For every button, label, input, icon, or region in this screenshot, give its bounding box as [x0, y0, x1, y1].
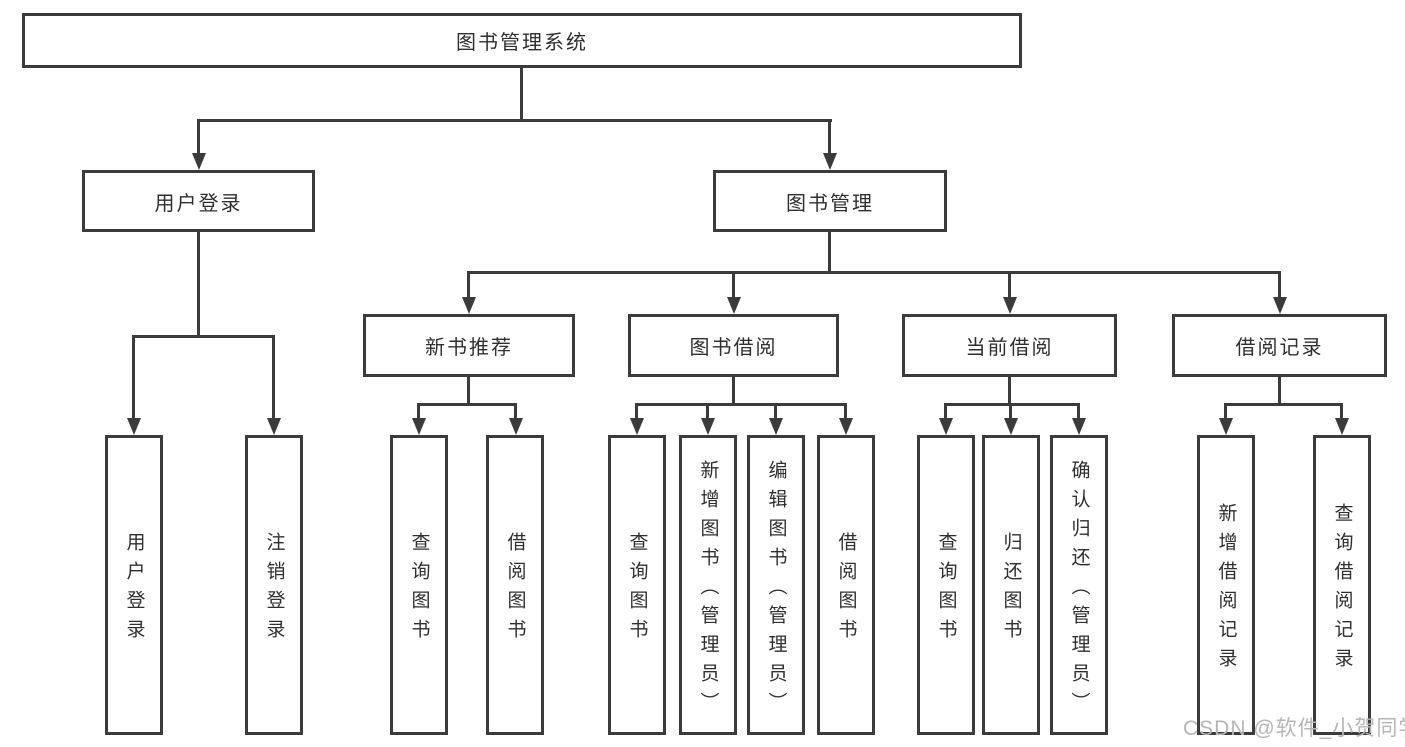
connector-line — [467, 271, 1281, 274]
arrowhead — [1335, 418, 1349, 435]
connector-line — [417, 403, 420, 421]
leaf-add-books-admin: 新增图书（管理员） — [679, 435, 737, 735]
leaf-confirm-return-admin: 确认归还（管理员） — [1050, 435, 1108, 735]
leaf-label: 查询借阅记录 — [1331, 503, 1353, 677]
connector-line — [1340, 403, 1343, 421]
arrowhead — [1004, 418, 1018, 435]
leaf-query-books-recommend: 查询图书 — [390, 435, 448, 735]
arrowhead — [192, 153, 206, 170]
leaf-add-borrow-record: 新增借阅记录 — [1197, 435, 1255, 735]
node-current-borrow: 当前借阅 — [902, 314, 1117, 377]
leaf-label: 新增借阅记录 — [1215, 503, 1237, 677]
connector-line — [197, 232, 200, 337]
connector-line — [520, 68, 523, 122]
node-new-book-recommend: 新书推荐 — [363, 314, 575, 377]
leaf-label: 借阅图书 — [835, 532, 857, 648]
arrowhead — [727, 297, 741, 314]
leaf-label: 查询图书 — [626, 532, 648, 648]
arrowhead — [267, 418, 281, 435]
connector-line — [272, 335, 275, 420]
connector-line — [844, 403, 847, 421]
leaf-label: 借阅图书 — [504, 532, 526, 648]
arrowhead — [412, 418, 426, 435]
leaf-label: 用户登录 — [123, 532, 145, 648]
arrowhead — [630, 418, 644, 435]
connector-line — [732, 377, 735, 405]
connector-line — [1077, 403, 1080, 421]
arrowhead — [1273, 297, 1287, 314]
arrowhead — [509, 418, 523, 435]
arrowhead — [1003, 297, 1017, 314]
connector-line — [1009, 403, 1012, 421]
connector-line — [467, 271, 470, 299]
leaf-borrow-books: 借阅图书 — [817, 435, 875, 735]
leaf-label: 新增图书（管理员） — [697, 459, 719, 721]
arrowhead — [823, 153, 837, 170]
leaf-query-books-borrow: 查询图书 — [608, 435, 666, 735]
connector-line — [197, 119, 200, 156]
node-book-management: 图书管理 — [713, 170, 947, 232]
connector-line — [132, 335, 135, 420]
arrowhead — [1072, 418, 1086, 435]
connector-line — [1224, 403, 1227, 421]
connector-line — [706, 403, 709, 421]
leaf-query-books-current: 查询图书 — [917, 435, 975, 735]
leaf-label: 查询图书 — [408, 532, 430, 648]
arrowhead — [701, 418, 715, 435]
arrowhead — [1219, 418, 1233, 435]
connector-line — [1278, 271, 1281, 299]
connector-line — [828, 119, 831, 156]
connector-line — [1008, 377, 1011, 405]
leaf-logout: 注销登录 — [245, 435, 303, 735]
connector-line — [1008, 271, 1011, 299]
node-user-login: 用户登录 — [82, 170, 315, 232]
connector-line — [944, 403, 1080, 406]
connector-line — [1224, 403, 1342, 406]
connector-line — [1278, 377, 1281, 405]
connector-line — [514, 403, 517, 421]
leaf-user-login: 用户登录 — [105, 435, 163, 735]
leaf-label: 确认归还（管理员） — [1068, 459, 1090, 721]
connector-line — [774, 403, 777, 421]
connector-line — [828, 232, 831, 274]
leaf-label: 查询图书 — [935, 532, 957, 648]
connector-line — [417, 403, 517, 406]
arrowhead — [839, 418, 853, 435]
node-library-management-system: 图书管理系统 — [22, 13, 1022, 68]
leaf-query-borrow-record: 查询借阅记录 — [1313, 435, 1371, 735]
node-book-borrow: 图书借阅 — [628, 314, 839, 377]
arrowhead — [939, 418, 953, 435]
node-borrow-records: 借阅记录 — [1172, 314, 1387, 377]
leaf-label: 归还图书 — [1000, 532, 1022, 648]
connector-line — [635, 403, 638, 421]
leaf-return-books: 归还图书 — [982, 435, 1040, 735]
leaf-label: 注销登录 — [263, 532, 285, 648]
leaf-label: 编辑图书（管理员） — [765, 459, 787, 721]
connector-line — [635, 403, 847, 406]
connector-line — [197, 119, 832, 122]
connector-line — [944, 403, 947, 421]
leaf-borrow-books-recommend: 借阅图书 — [486, 435, 544, 735]
arrowhead — [462, 297, 476, 314]
connector-line — [132, 335, 274, 338]
arrowhead — [127, 418, 141, 435]
connector-line — [467, 377, 470, 405]
arrowhead — [769, 418, 783, 435]
connector-line — [732, 271, 735, 299]
leaf-edit-books-admin: 编辑图书（管理员） — [747, 435, 805, 735]
watermark: CSDN @软件_小贺同学 — [1183, 717, 1405, 740]
